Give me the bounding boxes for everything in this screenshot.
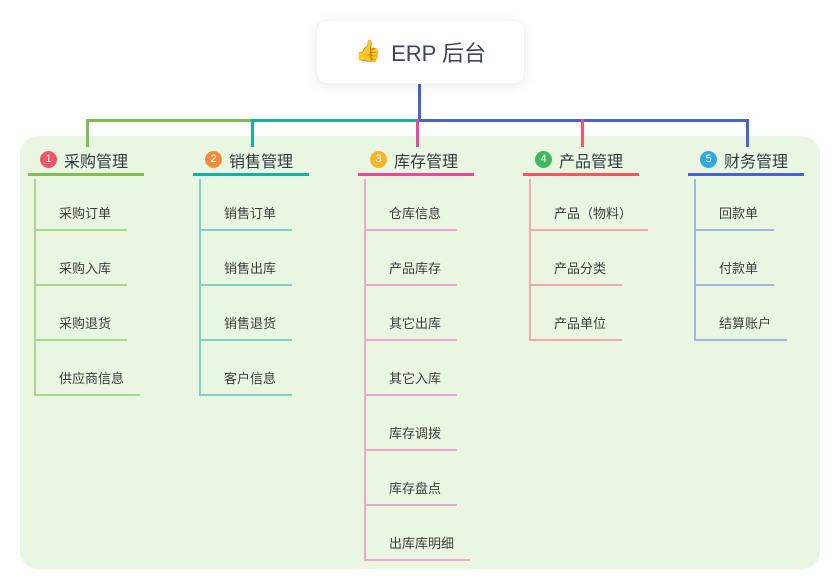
branch-label: 产品管理 [559,153,624,171]
leaf-node[interactable]: 付款单 [694,258,775,286]
root-title: ERP 后台 [391,41,487,66]
leaf-node[interactable]: 销售订单 [199,203,293,231]
subtree-vertical-line [529,179,531,341]
mindmap-panel [20,136,820,569]
leaf-node[interactable]: 产品（物料） [529,203,649,231]
root-connector-line [418,82,421,122]
branch-drop-line [746,119,749,147]
leaf-node[interactable]: 其它入库 [364,368,458,396]
leaf-node[interactable]: 产品库存 [364,258,458,286]
top-connector-segment [251,119,419,122]
leaf-node[interactable]: 仓库信息 [364,203,458,231]
leaf-node[interactable]: 出库库明细 [364,533,471,561]
branch-node-5[interactable]: 5 财务管理 [688,146,804,176]
leaf-node[interactable]: 回款单 [694,203,775,231]
branch-drop-line [416,119,419,147]
branch-label: 财务管理 [724,153,789,171]
branch-drop-line [581,119,584,147]
subtree-vertical-line [694,179,696,341]
subtree-vertical-line [34,179,36,396]
branch-node-4[interactable]: 4 产品管理 [523,146,639,176]
branch-number-badge: 1 [40,151,57,168]
leaf-node[interactable]: 库存调拨 [364,423,458,451]
top-connector-segment [86,119,254,122]
leaf-node[interactable]: 销售退货 [199,313,293,341]
subtree-vertical-line [364,179,366,561]
branch-number-badge: 3 [370,151,387,168]
branch-drop-line [251,119,254,147]
branch-label: 库存管理 [394,153,459,171]
thumbs-up-icon: 👍 [354,40,382,63]
leaf-node[interactable]: 其它出库 [364,313,458,341]
leaf-node[interactable]: 产品单位 [529,313,623,341]
branch-label: 采购管理 [64,153,129,171]
leaf-node[interactable]: 采购入库 [34,258,128,286]
leaf-node[interactable]: 采购退货 [34,313,128,341]
branch-number-badge: 5 [700,151,717,168]
leaf-node[interactable]: 客户信息 [199,368,293,396]
leaf-node[interactable]: 供应商信息 [34,368,141,396]
branch-node-1[interactable]: 1 采购管理 [28,146,144,176]
subtree-vertical-line [199,179,201,396]
leaf-node[interactable]: 产品分类 [529,258,623,286]
branch-number-badge: 4 [535,151,552,168]
branch-drop-line [86,119,89,147]
branch-label: 销售管理 [229,153,294,171]
leaf-node[interactable]: 结算账户 [694,313,788,341]
root-node[interactable]: 👍 ERP 后台 [316,20,525,84]
branch-number-badge: 2 [205,151,222,168]
branch-node-3[interactable]: 3 库存管理 [358,146,474,176]
leaf-node[interactable]: 销售出库 [199,258,293,286]
leaf-node[interactable]: 库存盘点 [364,478,458,506]
leaf-node[interactable]: 采购订单 [34,203,128,231]
branch-node-2[interactable]: 2 销售管理 [193,146,309,176]
